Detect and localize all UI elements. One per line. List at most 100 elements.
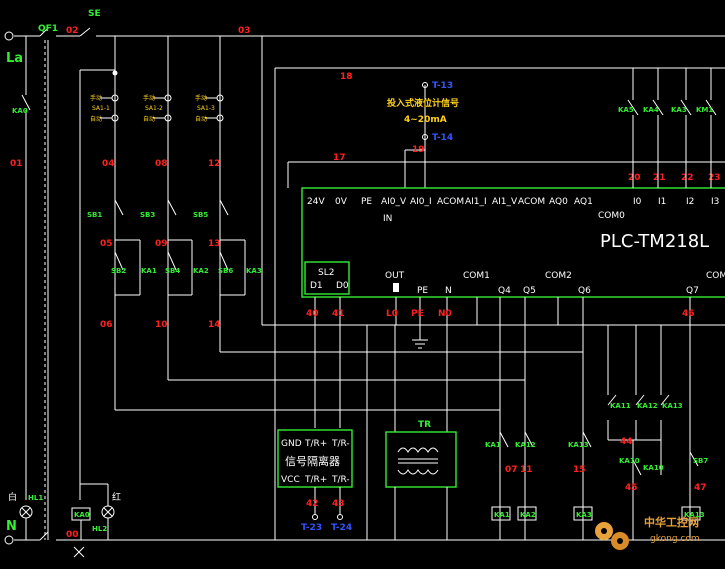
plc-out-aq0: AQ0 [549,197,568,207]
wire-46: 46 [682,309,695,319]
control-columns [100,70,725,411]
wire-00: 00 [66,530,79,540]
ka0-contact-label: KA0 [12,107,28,115]
ka10-label: KA10 [619,457,640,465]
wire-08: 08 [155,159,168,169]
sa1-3-auto: 自动 [195,115,207,123]
ka11-label: KA11 [610,402,631,410]
wire-20: 20 [628,173,641,183]
sa1-2-manual: 手动 [143,94,155,102]
plc-frame [301,187,725,298]
plc-in-24v: 24V [307,197,325,207]
wire-21: 21 [653,173,666,183]
iso-tr-minus-top: T/R- [331,439,350,449]
plc-q5: Q5 [523,286,536,296]
plc-model: PLC-TM218L [600,231,709,252]
wire-09: 09 [155,239,168,249]
wire-04: 04 [102,159,115,169]
plc-in-label: IN [383,214,392,224]
sa1-2-label: SA1-2 [145,105,163,112]
wire-19: 19 [412,145,425,155]
ka13-contact-label-2: KA13 [568,441,589,449]
terminal-t13: T-13 [432,81,453,91]
iso-vcc: VCC [281,475,300,485]
ka3-label: KA3 [671,106,687,114]
plc-in-ai1v: AI1_V [492,197,518,207]
wire-n0: N0 [438,309,452,319]
terminal-t23: T-23 [301,523,322,533]
transformer [385,431,457,540]
upper-right-contacts [627,68,717,188]
ka0-coil-label: KA0 [74,511,90,519]
plc-out-label: OUT [385,271,405,281]
sl2-label: SL2 [318,268,334,278]
plc-in-0v: 0V [335,197,348,207]
sb2-label: SB2 [111,267,126,275]
sb7-label: SB7 [693,457,708,465]
wire-23: 23 [708,173,721,183]
wire-40: 40 [306,309,319,319]
wire-13: 13 [208,239,221,249]
signal-range: 4~20mA [404,115,447,125]
sl2-d0: D0 [336,281,349,291]
km1-label: KM1 [696,106,713,114]
ka10b-label: KA10 [643,464,664,472]
iso-gnd: GND [281,439,302,449]
plc-in-ai0v: AI0_V [381,197,407,207]
ka1-contact-label-2: KA1 [485,441,501,449]
ka2-contact-label: KA2 [193,267,209,275]
sa1-3-manual: 手动 [195,94,207,102]
red-lamp-label: 红 [112,491,121,503]
plc-output-wiring [314,297,691,540]
plc-in-pe: PE [361,197,372,207]
wire-17: 17 [333,153,346,163]
ka4-label: KA4 [643,106,659,114]
ka3-contact-label: KA3 [246,267,262,275]
plc-i3: I3 [711,197,719,207]
sb4-label: SB4 [165,267,180,275]
plc-q6: Q6 [578,286,591,296]
wire-pe: PE [411,309,424,319]
wire-10: 10 [155,320,168,330]
sa1-2-auto: 自动 [143,115,155,123]
ka1-contact-label: KA1 [141,267,157,275]
wire-03: 03 [238,26,251,36]
power-rails [4,27,725,545]
plc-out-aq1: AQ1 [574,197,593,207]
wire-07: 07 [505,465,518,475]
indicator-lamps [19,483,115,558]
watermark-url: gkong.com [650,534,700,544]
wire-47: 47 [694,483,707,493]
ka3-coil-label: KA3 [576,511,592,519]
plc-q4: Q4 [498,286,511,296]
plc-q7: Q7 [686,286,699,296]
wire-22: 22 [681,173,694,183]
main-switch-label: SE [88,9,101,19]
wire-45: 45 [625,483,638,493]
sa1-1-manual: 手动 [90,94,102,102]
plc-i2: I2 [686,197,694,207]
iso-tr-plus-bot: T/R+ [304,475,327,485]
wire-42: 42 [306,499,319,509]
watermark-logo [595,522,629,550]
iso-name: 信号隔离器 [285,454,340,468]
signal-title: 投入式液位计信号 [387,97,459,109]
sb3-label: SB3 [140,211,155,219]
ka5-label: KA5 [618,106,634,114]
ka2-coil-label: KA2 [520,511,536,519]
hl1-label: HL1 [28,494,43,502]
wire-15: 15 [573,465,586,475]
ka13-label: KA13 [662,402,683,410]
sa1-1-auto: 自动 [90,115,102,123]
plc-out-marker [393,283,399,292]
sb5-label: SB5 [193,211,208,219]
wire-12: 12 [208,159,221,169]
iso-tr-plus-top: T/R+ [304,439,327,449]
line-label: La [6,51,23,66]
wire-44: 44 [620,437,633,447]
plc-in-ai0i: AI0_I [410,197,432,207]
terminal-t24-dot [337,514,343,520]
plc-com-right: COM [706,271,725,281]
plc-com2: COM2 [545,271,572,281]
